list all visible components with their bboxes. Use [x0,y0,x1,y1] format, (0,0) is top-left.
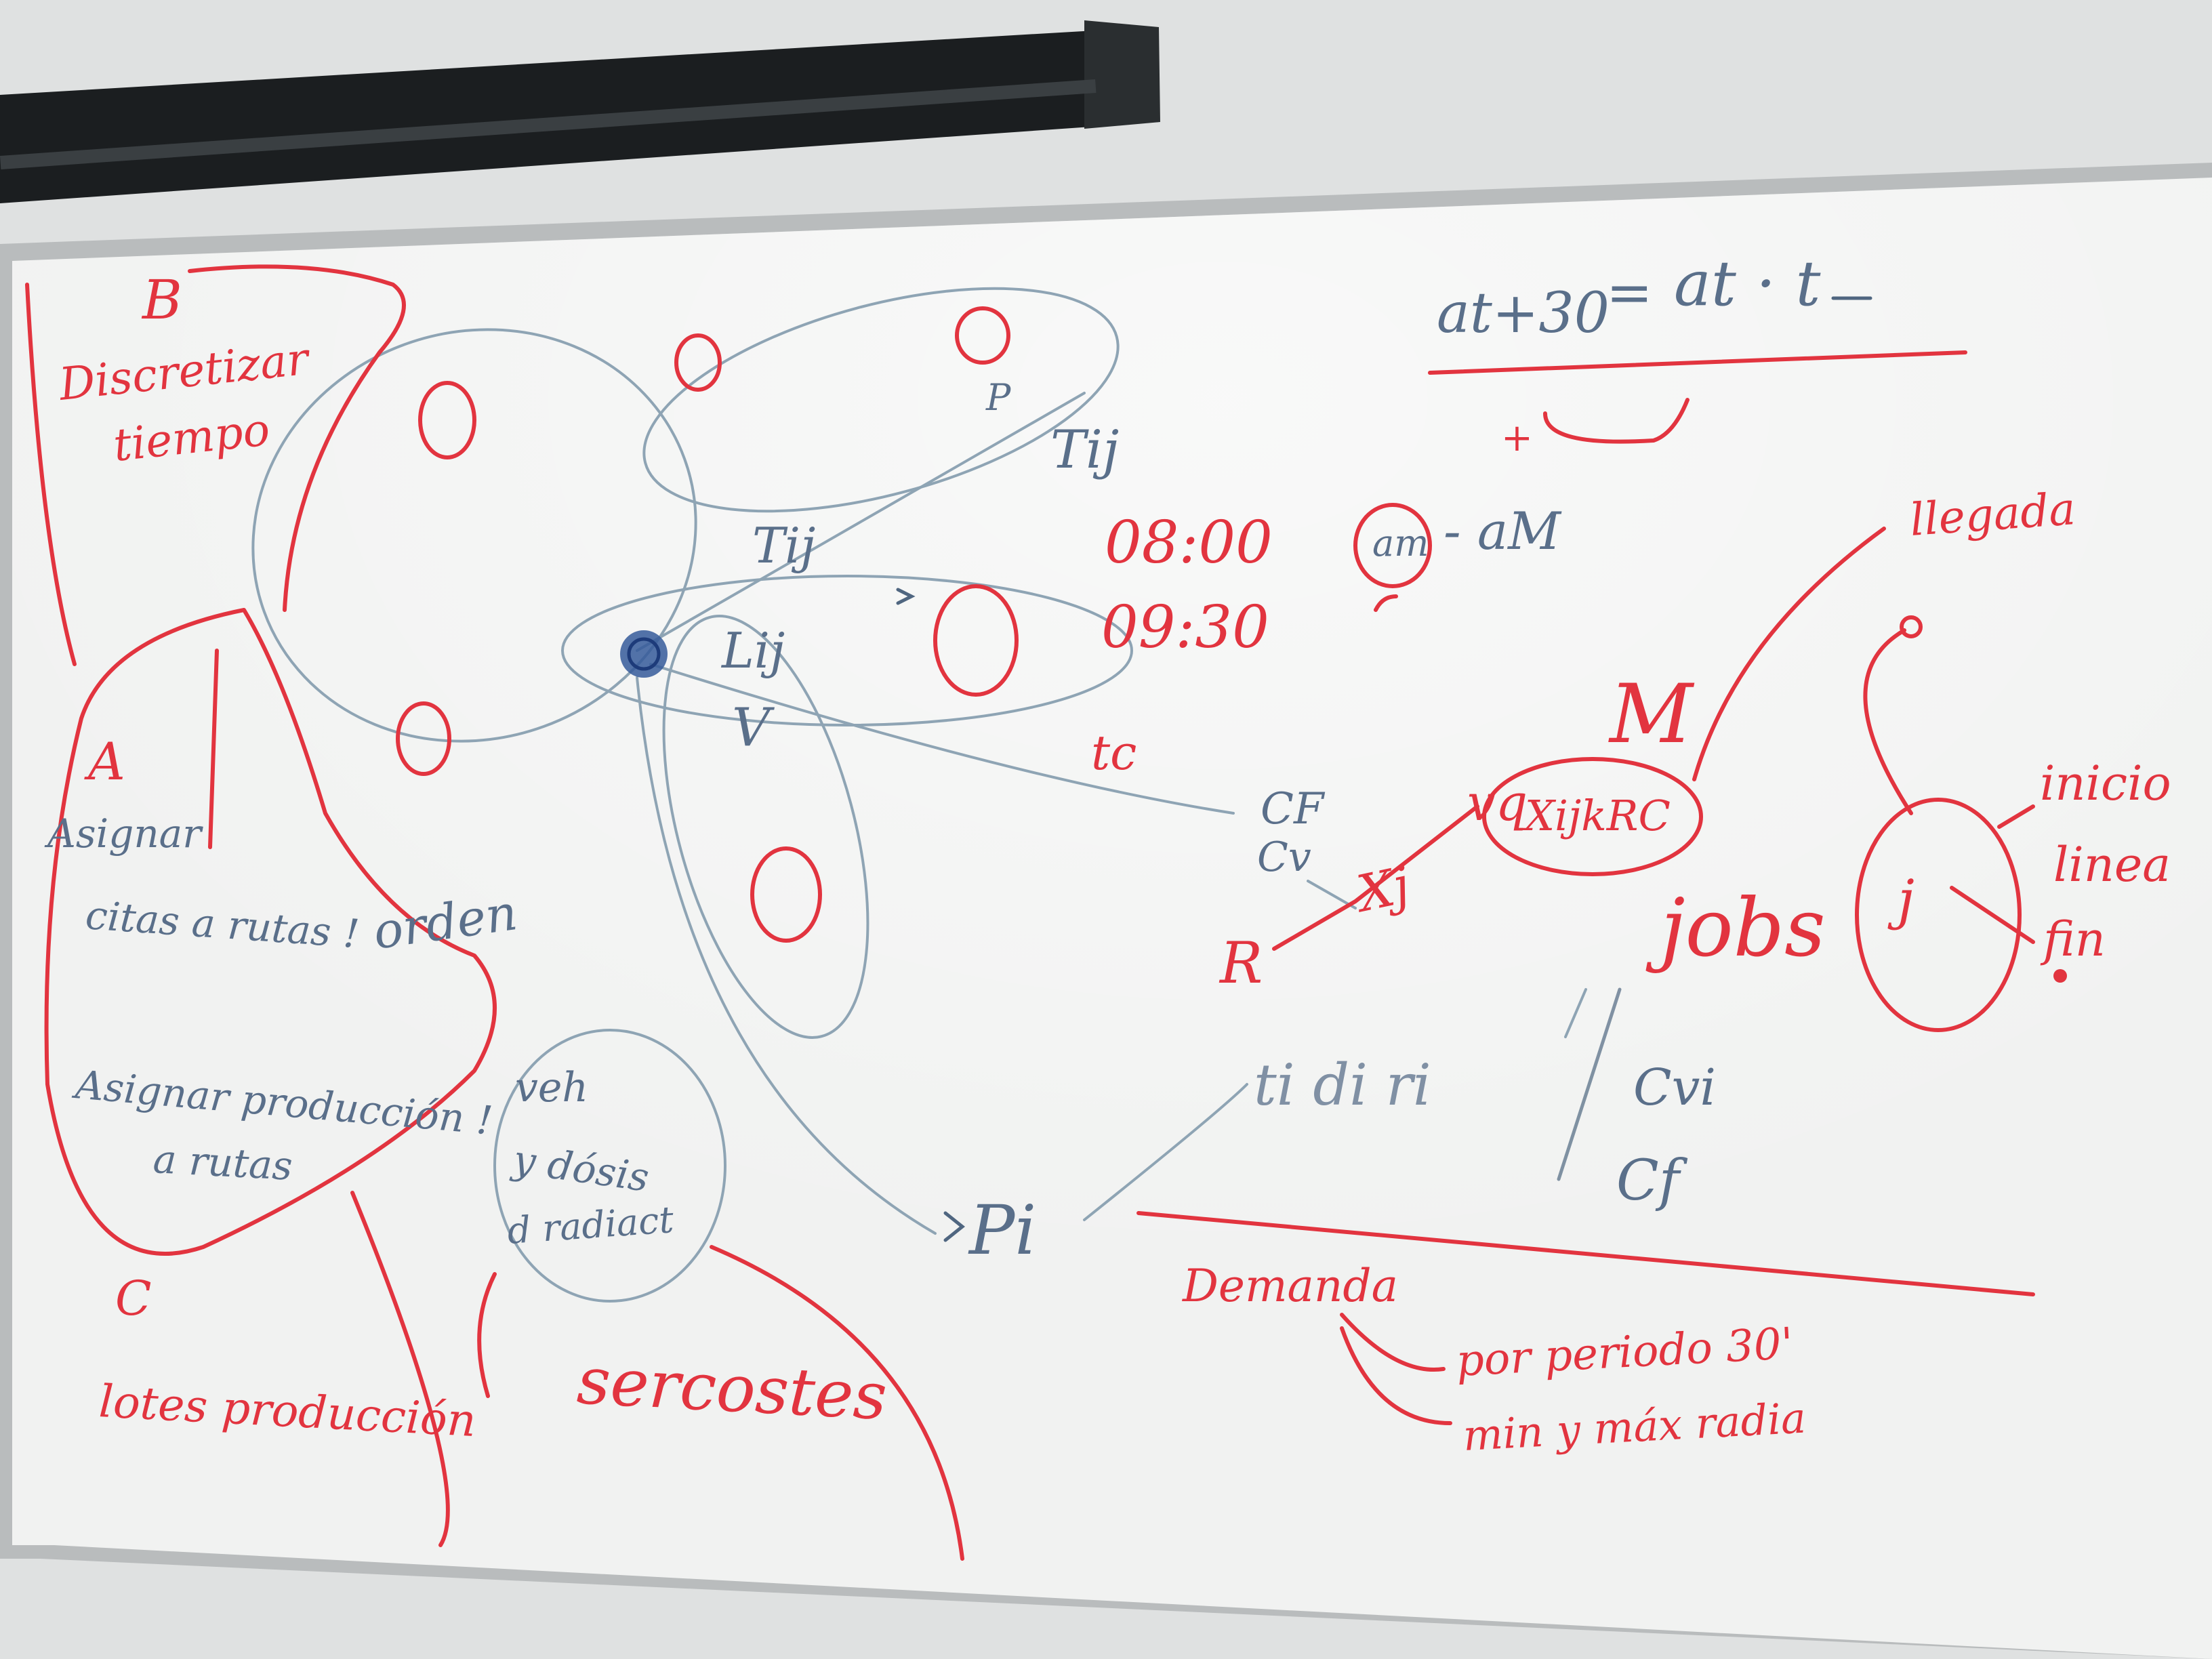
label-cf2: Cf [1616,1149,1688,1213]
label-tij-top: Tij [1050,419,1119,480]
label-time-0930: 09:30 [1101,594,1269,661]
arrow-head-top [896,588,916,605]
label-demanda: Demanda [1182,1260,1398,1312]
label-v: V [732,697,775,758]
label-c: C [115,1271,152,1326]
label-formula-lhs: at+30 [1437,281,1610,346]
label-sobrecostes: sercostes [575,1343,889,1435]
arrow-head-pi [943,1211,966,1242]
label-llegada: llegada [1908,483,2077,546]
label-am-dash: - aM [1443,501,1562,561]
label-jobs: jobs [1645,881,1826,975]
label-formula-rhs: at · t [1674,247,1822,320]
label-r: R [1218,930,1263,996]
label-pi: Pi [968,1191,1036,1270]
label-time-0800: 08:00 [1105,509,1273,577]
label-a: A [84,731,125,792]
label-xijkrc: XijkRC [1522,791,1671,840]
label-cvi: Cvi [1633,1059,1716,1117]
red-regions [25,264,964,1561]
label-am-circle: am [1372,522,1429,565]
projector-rail [0,20,1160,203]
red-nodes [396,306,1019,943]
faded-blue-drawings [251,287,1587,1303]
label-linea: linea [2053,837,2171,893]
label-a-rutas: a rutas [152,1136,293,1189]
label-cf: CF [1261,784,1326,834]
label-vqx: vq [1467,774,1528,832]
label-plus: + [1501,416,1533,460]
label-b: B [141,268,182,331]
divider-slash [1557,987,1622,1181]
label-veh: veh [515,1064,588,1111]
label-p: P [985,376,1012,419]
blue-node [620,630,668,678]
label-m: M [1608,668,1695,762]
label-ti-di-ri: ti di ri [1254,1052,1431,1118]
label-tc: tc [1091,725,1136,781]
label-formula-eq: = [1606,261,1653,325]
right-red-drawings [1136,350,2067,1425]
label-lij: Lij [720,622,785,679]
label-cv: Cv [1257,834,1311,881]
label-inicio: inicio [2040,756,2171,811]
label-tij-mid: Tij [752,517,815,574]
label-asignar: Asignar [44,811,203,857]
label-fin: fin [2040,912,2106,967]
